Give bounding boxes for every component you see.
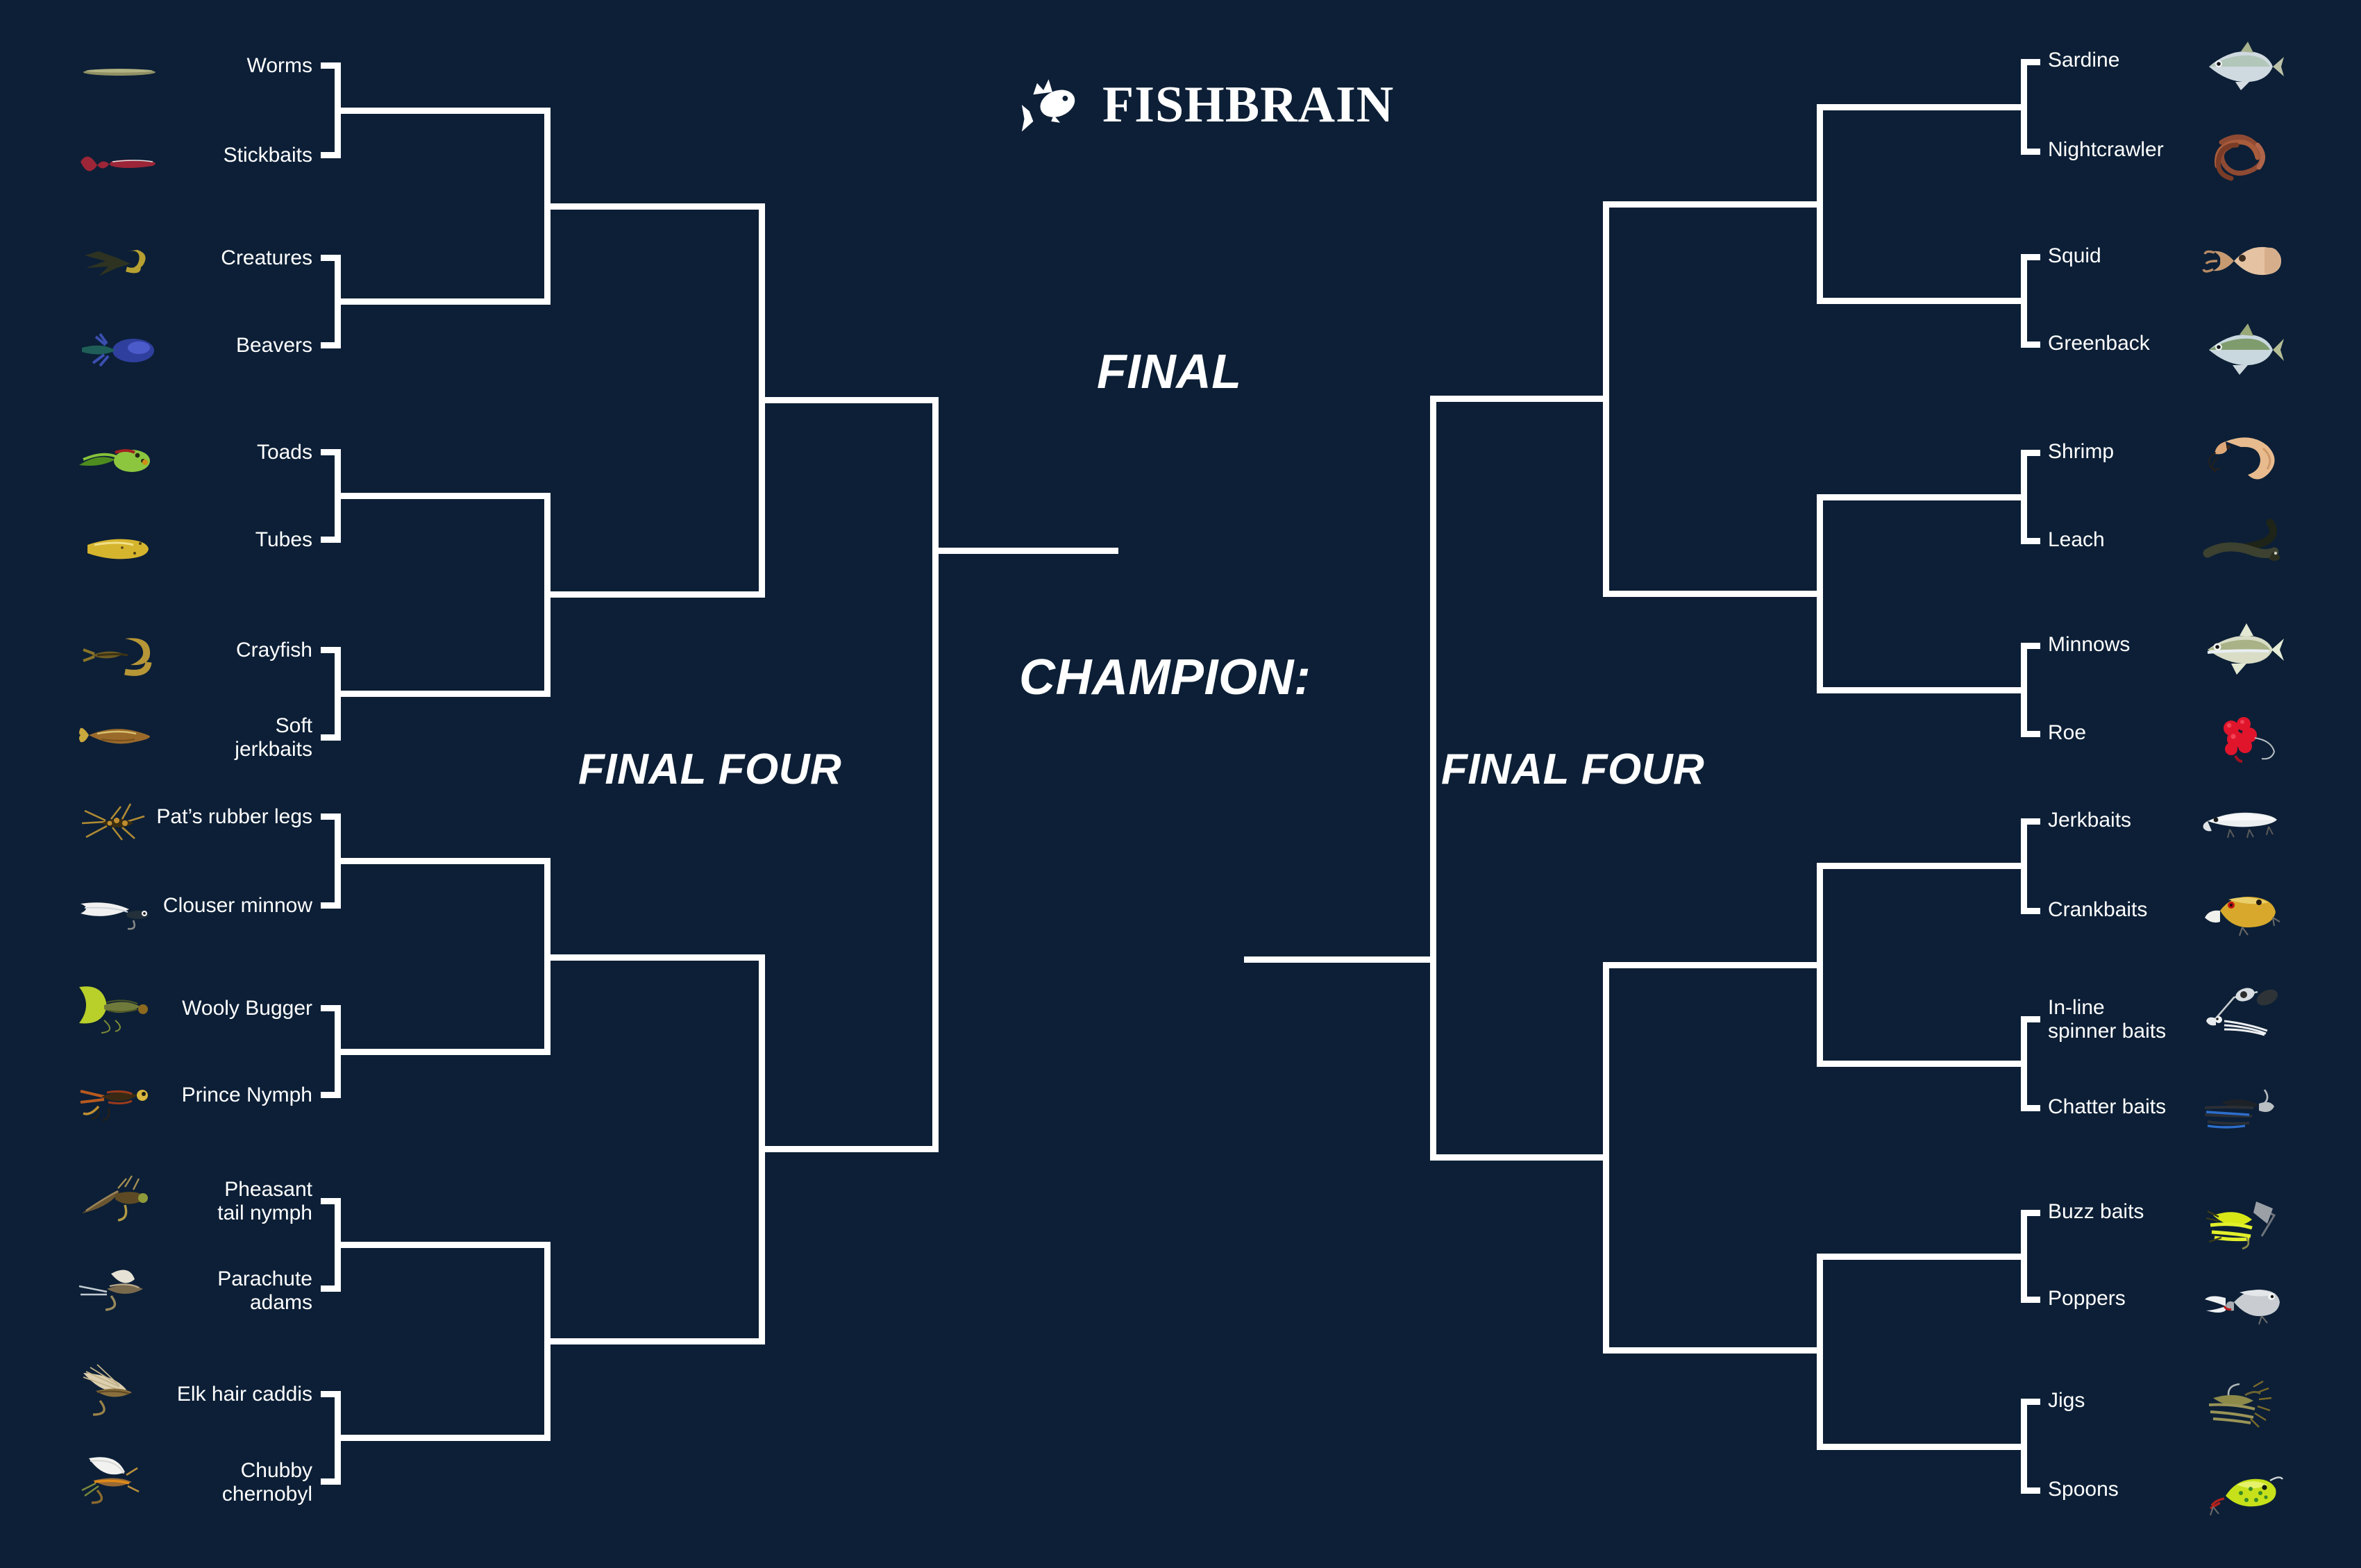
bracket-slot-soft-jerkbaits[interactable]: Soft jerkbaits <box>235 714 312 761</box>
bracket-slot-creatures[interactable]: Creatures <box>221 246 312 269</box>
bracket-slot-crankbaits[interactable]: Crankbaits <box>2048 898 2148 921</box>
bracket-slot-elk-hair-caddis[interactable]: Elk hair caddis <box>176 1383 312 1406</box>
brand-wordmark: FISHBRAIN <box>1102 76 1395 133</box>
crayfish-lure-icon <box>76 623 160 687</box>
bracket-slot-beavers[interactable]: Beavers <box>235 334 312 357</box>
bracket-slot-chatter-baits[interactable]: Chatter baits <box>2048 1095 2167 1118</box>
bracket-slot-shrimp[interactable]: Shrimp <box>2048 440 2115 463</box>
bracket-slot-pats-rubber-legs[interactable]: Pat’s rubber legs <box>156 805 312 828</box>
tube-lure-icon <box>76 517 160 581</box>
bracket-slot-tubes[interactable]: Tubes <box>255 528 312 551</box>
final-banner: FINAL <box>1097 344 1242 398</box>
popper-lure-icon <box>2201 1274 2284 1338</box>
toad-frog-lure-icon <box>76 429 160 493</box>
bracket-slot-parachute-adams[interactable]: Parachute adams <box>217 1267 312 1314</box>
buzz-bait-icon <box>2201 1195 2284 1258</box>
beaver-lure-icon <box>76 319 160 382</box>
bracket-slot-spoons[interactable]: Spoons <box>2048 1478 2119 1501</box>
nightcrawler-worm-icon <box>2201 124 2284 188</box>
bracket-slot-chubby-chernobyl[interactable]: Chubby chernobyl <box>221 1459 312 1506</box>
bracket-slot-squid[interactable]: Squid <box>2048 244 2101 267</box>
chatter-bait-icon <box>2201 1080 2284 1144</box>
chubby-chernobyl-fly-icon <box>76 1450 160 1514</box>
squid-icon <box>2201 229 2284 293</box>
bracket-slot-nightcrawler[interactable]: Nightcrawler <box>2048 138 2164 161</box>
pheasant-tail-nymph-icon <box>76 1170 160 1234</box>
greenback-fish-icon <box>2201 317 2284 380</box>
bracket-slot-clouser-minnow[interactable]: Clouser minnow <box>162 894 312 917</box>
bracket-slot-sardine[interactable]: Sardine <box>2048 49 2120 71</box>
creature-lure-icon <box>76 230 160 294</box>
bracket-slot-wooly-bugger[interactable]: Wooly Bugger <box>182 997 312 1020</box>
final-four-banner-right: FINAL FOUR <box>1441 745 1705 793</box>
final-four-banner-left: FINAL FOUR <box>578 745 842 793</box>
crankbait-lure-icon <box>2201 882 2284 945</box>
bracket-slot-minnows[interactable]: Minnows <box>2048 633 2131 656</box>
spoon-lure-icon <box>2201 1462 2284 1526</box>
wooly-bugger-fly-icon <box>76 980 160 1044</box>
inline-spinner-bait-icon <box>2201 981 2284 1045</box>
bracket-slot-buzz-baits[interactable]: Buzz baits <box>2048 1200 2144 1223</box>
soft-jerkbait-lure-icon <box>76 703 160 767</box>
shrimp-icon <box>2201 425 2284 489</box>
bracket-slot-stickbaits[interactable]: Stickbaits <box>223 144 312 167</box>
bracket-slot-pheasant-tail-nymph[interactable]: Pheasant tail nymph <box>217 1178 312 1224</box>
bracket-slot-inline-spinner-baits[interactable]: In-line spinner baits <box>2048 996 2167 1043</box>
bracket-slot-greenback[interactable]: Greenback <box>2048 332 2150 355</box>
prince-nymph-fly-icon <box>76 1068 160 1131</box>
bracket-slot-jerkbaits[interactable]: Jerkbaits <box>2048 809 2132 832</box>
parachute-adams-fly-icon <box>76 1258 160 1322</box>
stonefly-nymph-icon <box>76 791 160 855</box>
jig-lure-icon <box>2201 1374 2284 1438</box>
clouser-minnow-fly-icon <box>76 880 160 944</box>
roe-eggs-icon <box>2201 706 2284 770</box>
sardine-fish-icon <box>2201 35 2284 99</box>
bracket-slot-leach[interactable]: Leach <box>2048 528 2105 551</box>
bracket-slot-crayfish[interactable]: Crayfish <box>235 639 312 661</box>
leech-icon <box>2201 513 2284 577</box>
brand-logo: FISHBRAIN <box>1020 73 1394 137</box>
champion-banner: CHAMPION: <box>1019 650 1311 705</box>
elk-hair-caddis-fly-icon <box>76 1362 160 1426</box>
bracket-slot-jigs[interactable]: Jigs <box>2048 1389 2085 1412</box>
stickbait-lure-icon <box>76 130 160 194</box>
bracket-slot-roe[interactable]: Roe <box>2048 721 2087 744</box>
worm-lure-icon <box>76 40 160 104</box>
bracket-slot-poppers[interactable]: Poppers <box>2048 1287 2126 1310</box>
minnow-fish-icon <box>2201 618 2284 682</box>
bracket-slot-prince-nymph[interactable]: Prince Nymph <box>181 1084 312 1106</box>
jerkbait-lure-icon <box>2201 793 2284 857</box>
bracket-slot-toads[interactable]: Toads <box>256 441 312 464</box>
bracket-slot-worms[interactable]: Worms <box>246 54 312 77</box>
crowned-fish-icon <box>1021 79 1075 132</box>
